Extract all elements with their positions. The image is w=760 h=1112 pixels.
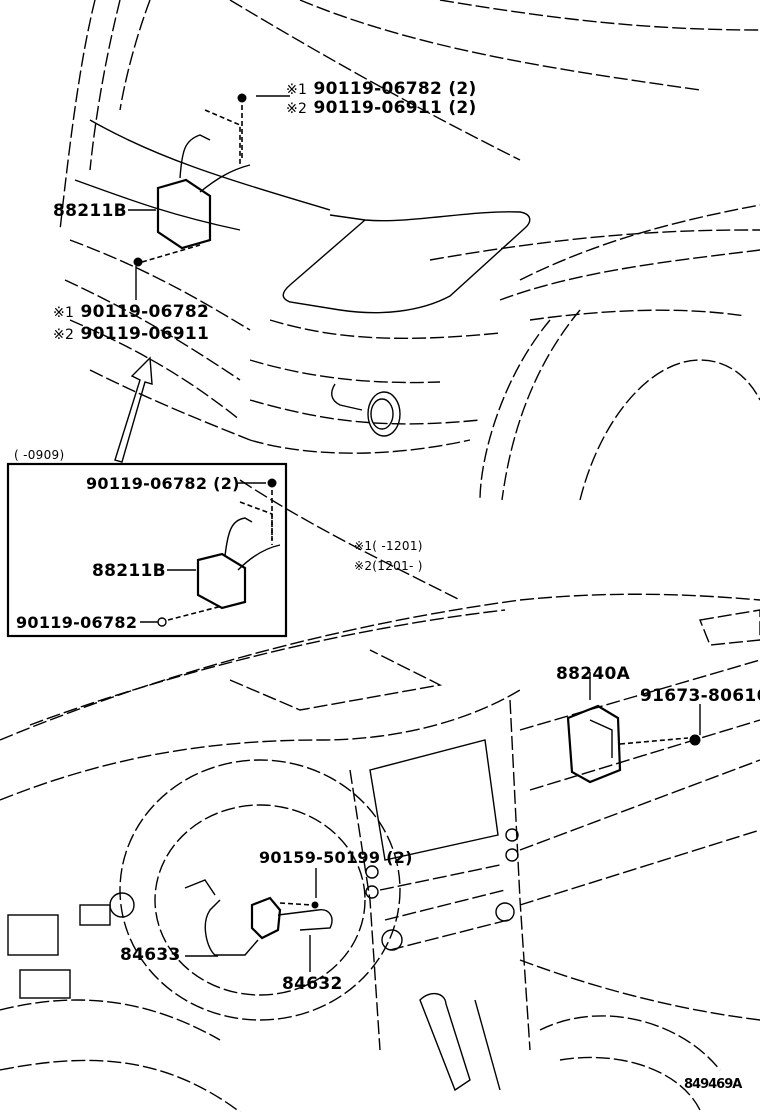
radar-sensor-upper [133, 93, 290, 267]
part-number: 90119-06911 [80, 324, 210, 344]
dashboard-outline [0, 593, 760, 1112]
variant-note-2: ※2(1201- ) [354, 559, 423, 573]
callout-lower-bolt-2: ※2 90119-06911 [53, 324, 209, 344]
inset-caption: ( -0909) [14, 448, 65, 462]
ecu-88240a [566, 672, 701, 784]
vehicle-front-outline [59, 0, 760, 601]
callout-ecu-bolt: 91673-80616 [640, 686, 760, 706]
variant-range: (1201- ) [372, 559, 423, 573]
inset-bottom-bolt: 90119-06782 [16, 613, 138, 632]
variant-mark: ※1 [354, 539, 373, 553]
callout-top-bolt-2: ※2 90119-06911 (2) [286, 98, 477, 118]
figure-code: 849469A [684, 1077, 742, 1092]
radar-sensor-inset [140, 478, 281, 627]
variant-mark: ※2 [354, 559, 373, 573]
variant-note-1: ※1( -1201) [354, 539, 423, 553]
inset-top-bolt: 90119-06782 (2) [86, 474, 240, 493]
part-number: 90119-06782 (2) [313, 79, 477, 99]
part-number: 90119-06911 (2) [313, 98, 477, 118]
variant-mark: ※1 [53, 305, 75, 321]
variant-mark: ※2 [53, 327, 75, 343]
part-number: 90119-06782 [80, 302, 210, 322]
callout-ecu-88240a: 88240A [556, 664, 631, 684]
callout-switch-screw: 90159-50199 (2) [259, 848, 413, 867]
inset-sensor-88211b: 88211B [92, 561, 166, 581]
variant-range: ( -1201) [372, 539, 423, 553]
inset-arrow [114, 356, 153, 463]
variant-mark: ※1 [286, 82, 308, 98]
callout-switch-84632: 84632 [282, 974, 343, 994]
callout-top-bolt-1: ※1 90119-06782 (2) [286, 79, 477, 99]
variant-mark: ※2 [286, 101, 308, 117]
steering-switch-assembly [184, 868, 333, 972]
callout-lower-bolt-1: ※1 90119-06782 [53, 302, 209, 322]
callout-switch-wire-84633: 84633 [120, 945, 181, 965]
inset-frame [6, 462, 288, 638]
callout-sensor-88211b: 88211B [53, 201, 127, 221]
